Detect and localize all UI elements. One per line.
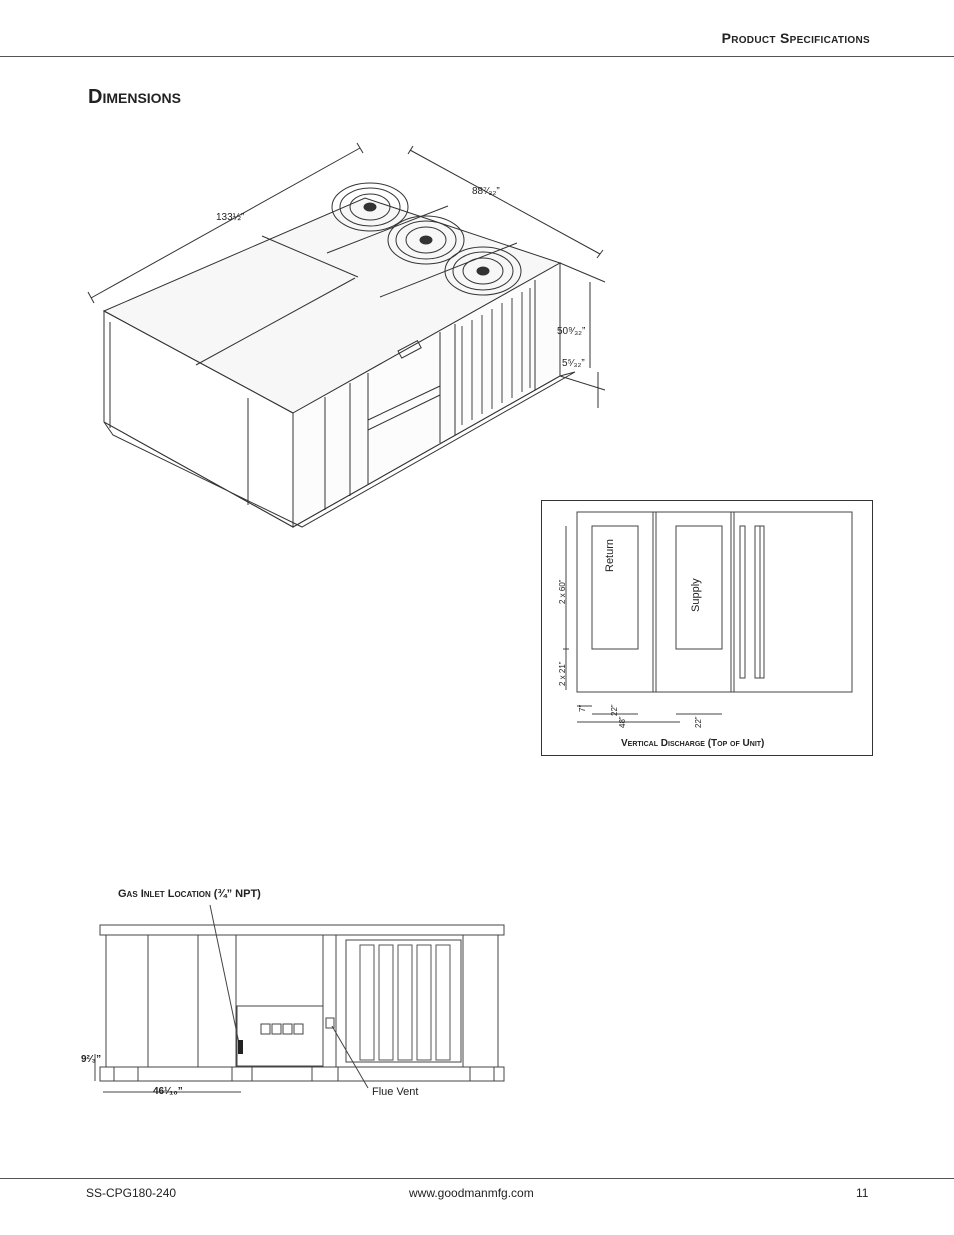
side-width-dimension-label: 46¹⁄₁₀” — [153, 1086, 183, 1097]
vertical-discharge-caption: Vertical Discharge (Top of Unit) — [621, 738, 765, 749]
page-title: Dimensions — [88, 86, 182, 108]
isometric-unit-drawing — [87, 142, 606, 528]
width-dimension-label: 88⁷⁄₃₂” — [472, 186, 500, 197]
dim-48-label: 48” — [618, 716, 627, 728]
base-dimension-label: 5⁵⁄₃₂” — [562, 358, 585, 369]
side-view-drawing — [94, 904, 505, 1093]
header-rule — [0, 56, 954, 57]
document-id: SS-CPG180-240 — [86, 1186, 177, 1200]
footer-rule — [0, 1178, 954, 1179]
dim-22b-label: 22” — [694, 716, 703, 728]
section-header: Product Specifications — [721, 30, 870, 46]
page-number: 11 — [856, 1186, 869, 1200]
vertical-discharge-drawing — [563, 511, 853, 723]
side-height-dimension-label: 9²⁄₃” — [81, 1054, 102, 1065]
supply-label: Supply — [690, 578, 702, 612]
length-dimension-label: 133½” — [216, 212, 245, 223]
flue-vent-label: Flue Vent — [372, 1086, 419, 1098]
vertical-discharge-panel — [541, 500, 873, 756]
return-label: Return — [604, 538, 616, 572]
website-link[interactable]: www.goodmanmfg.com — [409, 1186, 534, 1200]
dim-21-label: 2 x 21” — [558, 661, 567, 686]
gas-inlet-caption: Gas Inlet Location (¾” NPT) — [118, 888, 261, 900]
dim-60-label: 2 x 60” — [558, 579, 567, 604]
dim-22a-label: 22” — [610, 704, 619, 716]
height-dimension-label: 50⁹⁄₃₂” — [557, 326, 586, 337]
dim-7-label: 7” — [578, 704, 587, 712]
